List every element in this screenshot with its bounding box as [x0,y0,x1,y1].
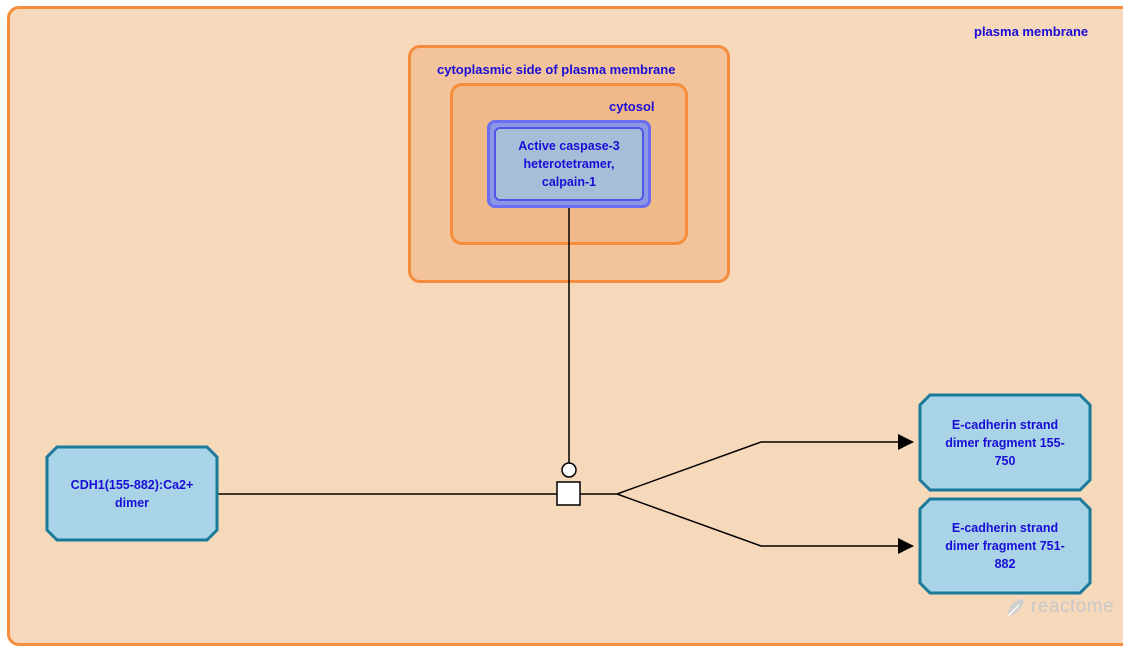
output-entity-2-label: E-cadherin strand dimer fragment 751-882 [945,521,1065,571]
plasma-membrane-label: plasma membrane [974,24,1089,39]
output-entity-fragment-155-750[interactable]: E-cadherin strand dimer fragment 155-750 [918,393,1092,492]
reactome-logo: reactome [1005,596,1114,618]
output-arrow-2 [898,538,914,554]
reaction-node [556,481,581,506]
catalyst-label: Active caspase-3 heterotetramer, calpain… [518,139,620,189]
reactome-logo-text: reactome [1031,596,1115,617]
input-entity-shape [45,445,219,542]
catalysis-circle [561,462,577,478]
output-entity-2-shape [918,497,1092,595]
output-line-2 [616,493,913,547]
reaction-wires [218,207,914,554]
catalyst-complex-inner: Active caspase-3 heterotetramer, calpain… [494,127,644,201]
output-arrow-1 [898,434,914,450]
input-entity-label: CDH1(155-882):Ca2+ dimer [70,477,194,510]
output-entity-fragment-751-882[interactable]: E-cadherin strand dimer fragment 751-882 [918,497,1092,595]
cytoplasmic-side-label: cytoplasmic side of plasma membrane [437,62,676,77]
output-line-1 [616,441,913,495]
catalyst-complex[interactable]: Active caspase-3 heterotetramer, calpain… [487,120,651,208]
output-entity-1-label: E-cadherin strand dimer fragment 155-750 [945,417,1065,468]
cytosol-label: cytosol [609,99,655,114]
reactome-leaf-icon [1007,599,1024,617]
input-entity-cdh1-dimer[interactable]: CDH1(155-882):Ca2+ dimer [45,445,219,542]
output-entity-1-shape [918,393,1092,492]
